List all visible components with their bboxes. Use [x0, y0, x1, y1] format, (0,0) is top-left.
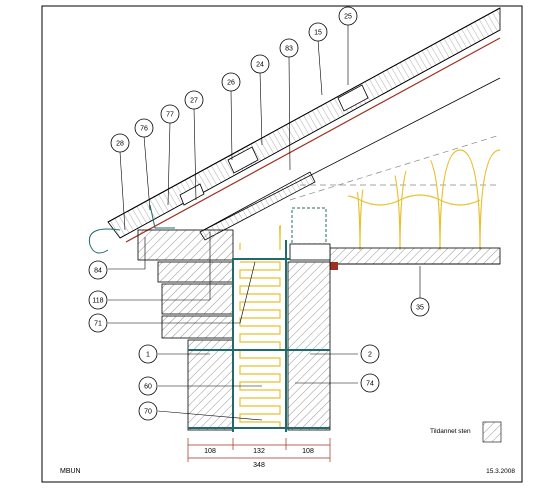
- wall-plate: [289, 207, 331, 261]
- callout-118-label: 118: [92, 298, 103, 305]
- callout-83-label: 83: [285, 46, 293, 53]
- callout-84: 84: [88, 260, 108, 280]
- membrane: [188, 240, 330, 432]
- callout-2: 2: [360, 344, 380, 364]
- callout-1: 1: [138, 344, 158, 364]
- wall-insulation: [239, 261, 281, 428]
- brand-mark: MBUN: [60, 468, 81, 475]
- dimension-3: 108: [302, 448, 314, 455]
- callout-83: 83: [279, 38, 299, 58]
- callout-77-label: 77: [166, 112, 174, 119]
- callout-24: 24: [250, 54, 270, 74]
- callout-77: 77: [160, 104, 180, 124]
- gutter: [88, 204, 175, 254]
- callout-24-label: 24: [256, 62, 264, 69]
- callout-118: 118: [88, 290, 108, 310]
- drawing-border: [41, 5, 523, 483]
- drawing-date: 15.3.2008: [486, 468, 515, 475]
- dashed-lines: [289, 134, 501, 201]
- brick-wall-inner: [287, 261, 331, 431]
- legend-label: Tildannet sten: [430, 428, 471, 435]
- callout-76: 76: [134, 118, 154, 138]
- ceiling: [329, 247, 501, 270]
- callout-76-label: 76: [140, 126, 148, 133]
- callout-60-label: 60: [144, 384, 152, 391]
- callout-2-label: 2: [368, 352, 372, 359]
- callout-70: 70: [138, 401, 158, 421]
- callout-60: 60: [138, 376, 158, 396]
- callout-84-label: 84: [94, 268, 102, 275]
- callouts: 28 76 77 27 26 24 83 15 25 84 118 71 1 6…: [88, 6, 430, 421]
- legend-swatch: [482, 421, 502, 443]
- legend: Tildannet sten: [430, 421, 502, 443]
- callout-27: 27: [184, 90, 204, 110]
- callout-28-label: 28: [116, 141, 124, 148]
- brick-wall-outer: [137, 229, 234, 431]
- callout-27-label: 27: [190, 98, 198, 105]
- callout-35-label: 35: [416, 305, 424, 312]
- callout-28: 28: [110, 133, 130, 153]
- callout-15-label: 15: [314, 30, 322, 37]
- callout-74-label: 74: [366, 381, 374, 388]
- dimension-total: 348: [253, 462, 265, 469]
- dimension-2: 132: [253, 448, 265, 455]
- roof-battens: [179, 84, 369, 206]
- callout-71-label: 71: [94, 321, 102, 328]
- callout-71: 71: [88, 313, 108, 333]
- callout-74: 74: [360, 373, 380, 393]
- callout-26-label: 26: [227, 80, 235, 87]
- callout-25-label: 25: [344, 14, 352, 21]
- callout-26: 26: [221, 72, 241, 92]
- leader-lines: [108, 24, 421, 421]
- callout-35: 35: [410, 297, 430, 317]
- dimension-lines: [187, 438, 331, 462]
- dimension-texts: 108 132 108 348: [204, 448, 314, 469]
- callout-25: 25: [338, 6, 358, 26]
- callout-70-label: 70: [144, 409, 152, 416]
- callout-1-label: 1: [146, 352, 150, 359]
- callout-15: 15: [308, 22, 328, 42]
- dimension-1: 108: [204, 448, 216, 455]
